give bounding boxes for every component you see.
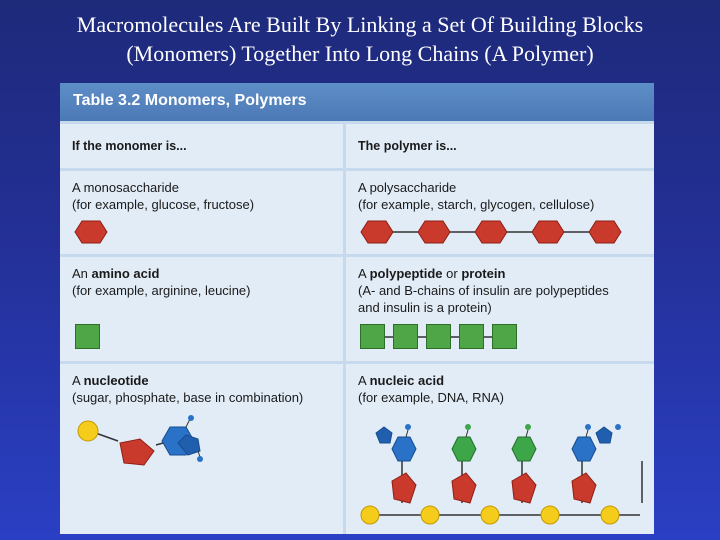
- polymer-example-line2: and insulin is a protein): [358, 300, 492, 315]
- slide-title: Macromolecules Are Built By Linking a Se…: [0, 10, 720, 68]
- green-square-icon: [75, 324, 100, 349]
- monomer-example: (for example, arginine, leucine): [72, 283, 251, 298]
- monomer-name: A nucleotide: [72, 373, 149, 388]
- polymer-name: A polysaccharide: [358, 180, 457, 195]
- monomer-example: (sugar, phosphate, base in combination): [72, 390, 304, 405]
- hexagon-chain-icon: [360, 220, 622, 244]
- square-chain-icon: [360, 324, 517, 349]
- monomer-polymer-table: Table 3.2 Monomers, Polymers If the mono…: [60, 83, 654, 534]
- monomer-example: (for example, glucose, fructose): [72, 197, 255, 212]
- slide-title-line1: Macromolecules Are Built By Linking a Se…: [76, 12, 644, 37]
- polymer-name: A polypeptide or protein: [358, 266, 506, 281]
- polymer-example: (for example, starch, glycogen, cellulos…: [358, 197, 595, 212]
- nucleotide-icon: [77, 415, 203, 466]
- column-header-monomer: If the monomer is...: [60, 124, 343, 168]
- row-monosaccharide-monomer: A monosaccharide (for example, glucose, …: [60, 171, 343, 254]
- monomer-name: A monosaccharide: [72, 180, 179, 195]
- column-header-polymer: The polymer is...: [346, 124, 654, 168]
- red-hexagon-icon: [74, 220, 108, 244]
- polymer-example: (for example, DNA, RNA): [358, 390, 504, 405]
- table-header: Table 3.2 Monomers, Polymers: [60, 83, 654, 121]
- slide-title-line2: (Monomers) Together Into Long Chains (A …: [126, 41, 594, 66]
- row-nucleotide-monomer: A nucleotide (sugar, phosphate, base in …: [60, 364, 343, 534]
- row-amino-acid-monomer: An amino acid (for example, arginine, le…: [60, 257, 343, 361]
- polymer-example-line1: (A- and B-chains of insulin are polypept…: [358, 283, 609, 298]
- nucleic-acid-chain-icon: [360, 424, 643, 525]
- polymer-name: A nucleic acid: [358, 373, 445, 388]
- table-title: Table 3.2 Monomers, Polymers: [73, 92, 307, 109]
- monomer-name: An amino acid: [72, 266, 160, 281]
